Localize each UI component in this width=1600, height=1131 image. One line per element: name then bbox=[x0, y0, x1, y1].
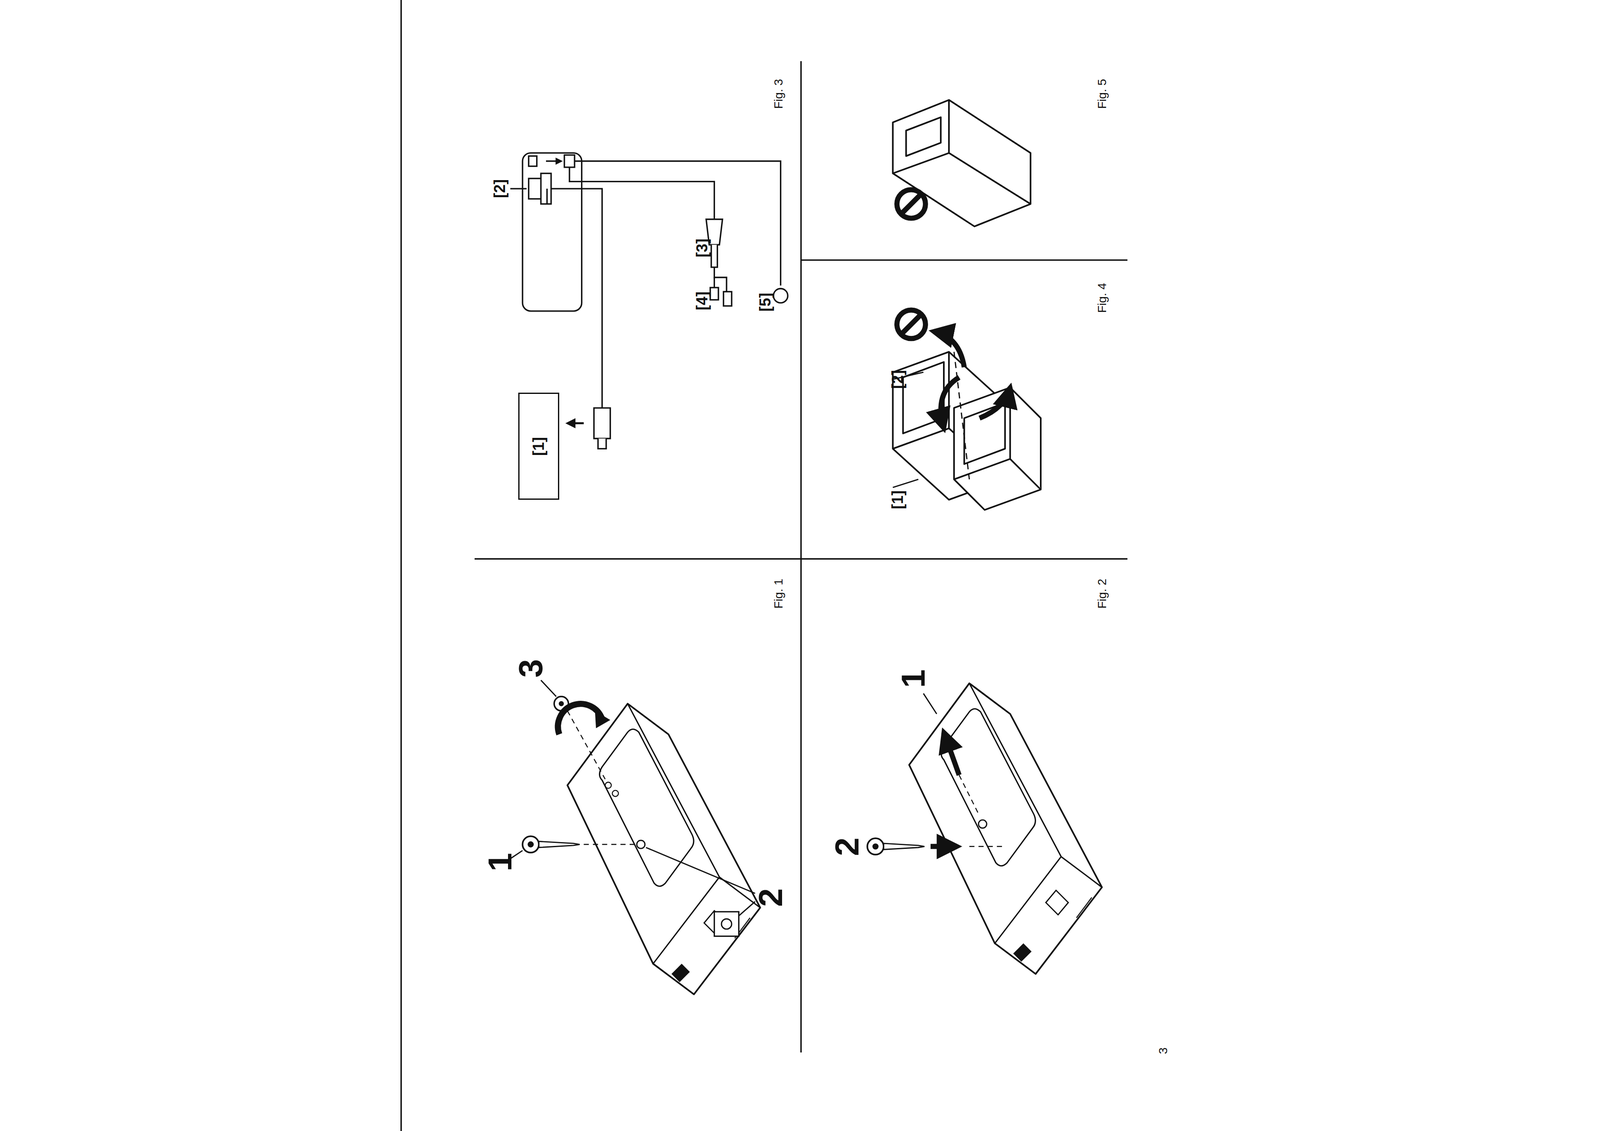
callout-number: 2 bbox=[830, 837, 864, 856]
part-number: [5] bbox=[757, 292, 774, 312]
callout-number: 3 bbox=[513, 659, 548, 678]
part-number: [4] bbox=[694, 291, 710, 311]
fig1-unit bbox=[510, 680, 760, 995]
fig2-unit bbox=[867, 683, 1103, 975]
part-number: [2] bbox=[890, 370, 906, 389]
figure-label: Fig. 5 bbox=[1096, 78, 1109, 109]
figure-label: Fig. 2 bbox=[1096, 578, 1109, 609]
figure-label: Fig. 1 bbox=[772, 578, 785, 609]
part-number: [2] bbox=[492, 179, 508, 199]
fig4-packs bbox=[892, 309, 1041, 510]
frame-lines bbox=[401, 0, 1128, 1131]
page-number: 3 bbox=[1157, 1047, 1170, 1055]
figure-label: Fig. 3 bbox=[772, 78, 785, 109]
part-number: [3] bbox=[694, 238, 710, 258]
callout-number: 1 bbox=[483, 852, 517, 872]
device-box: [1] bbox=[518, 392, 560, 500]
callout-number: 1 bbox=[896, 669, 930, 688]
part-number: [1] bbox=[890, 490, 906, 510]
callout-number: 2 bbox=[753, 888, 788, 908]
fig5-pack bbox=[892, 99, 1031, 227]
figure-label: Fig. 4 bbox=[1096, 283, 1109, 313]
part-number: [1] bbox=[531, 437, 547, 456]
